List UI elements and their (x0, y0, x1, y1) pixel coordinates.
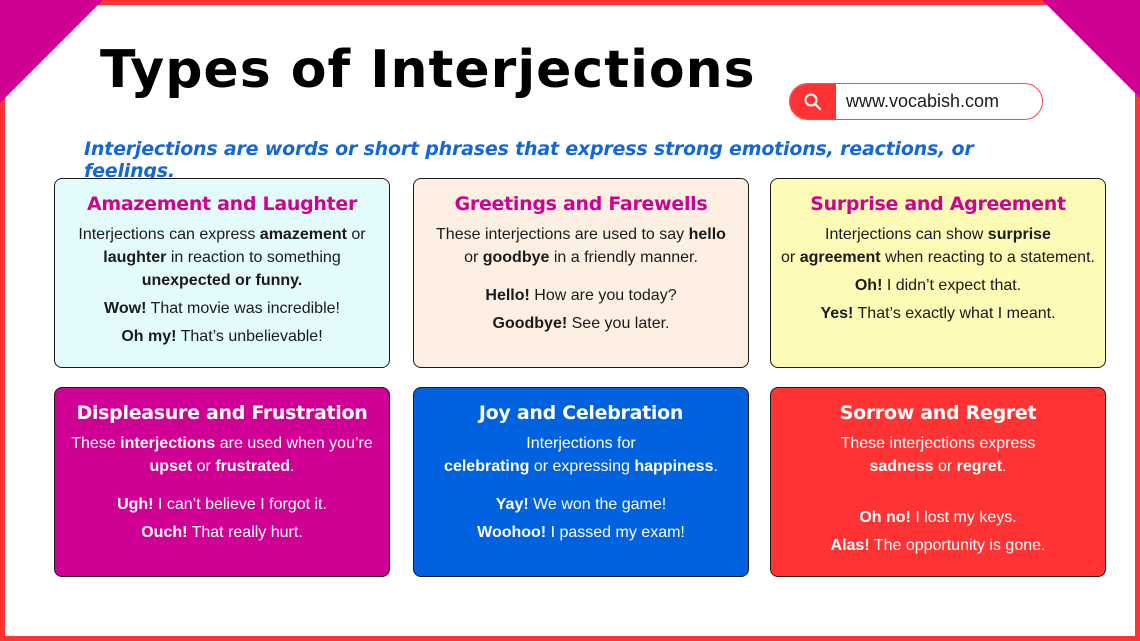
example-interjection: Woohoo! (477, 524, 547, 541)
card-title: Joy and Celebration (478, 402, 684, 424)
example-sentence: Oh my! That’s unbelievable! (63, 325, 381, 348)
example-interjection: Yes! (820, 305, 854, 322)
desc-keyword: happiness (634, 458, 714, 475)
example-sentence: Oh no! I lost my keys. (779, 506, 1097, 529)
desc-keyword: celebrating (444, 458, 530, 475)
desc-text: or (933, 458, 957, 475)
desc-keyword: regret (956, 458, 1003, 475)
desc-text: or (464, 249, 483, 266)
card-greetings-and-farewells: Greetings and Farewells These interjecti… (413, 178, 749, 368)
desc-keyword: surprise (987, 226, 1051, 243)
desc-text: Interjections can show (825, 226, 988, 243)
example-text: See you later. (567, 315, 670, 332)
website-url[interactable]: www.vocabish.com (846, 91, 1000, 111)
example-interjection: Yay! (495, 496, 529, 513)
website-search-bar[interactable]: www.vocabish.com (789, 83, 1043, 120)
card-title: Amazement and Laughter (86, 193, 358, 215)
corner-decoration-top-right (1042, 0, 1140, 98)
desc-text: or expressing (529, 458, 635, 475)
desc-text: . (290, 458, 295, 475)
card-description: Interjections can show surprise or agree… (779, 223, 1097, 269)
card-description: Interjections can express amazement or l… (63, 223, 381, 292)
example-interjection: Goodbye! (492, 315, 568, 332)
example-text: We won the game! (528, 496, 667, 513)
desc-text: . (713, 458, 718, 475)
card-displeasure-and-frustration: Displeasure and Frustration These interj… (54, 387, 390, 577)
desc-text: These interjections are used to say (436, 226, 689, 243)
corner-decoration-top-left (0, 0, 103, 103)
example-sentence: Oh! I didn’t expect that. (779, 274, 1097, 297)
card-amazement-and-laughter: Amazement and Laughter Interjections can… (54, 178, 390, 368)
desc-text: in a friendly manner. (549, 249, 698, 266)
example-text: That’s exactly what I meant. (853, 305, 1056, 322)
example-interjection: Wow! (104, 300, 147, 317)
card-title: Surprise and Agreement (810, 193, 1066, 215)
desc-text: or (192, 458, 216, 475)
desc-keyword: agreement (799, 249, 881, 266)
desc-text: . (1002, 458, 1007, 475)
example-sentence: Woohoo! I passed my exam! (422, 521, 740, 544)
desc-text: or (346, 226, 366, 243)
example-text: That movie was incredible! (146, 300, 340, 317)
desc-text: These (71, 435, 121, 452)
example-text: That really hurt. (187, 524, 303, 541)
search-icon[interactable] (790, 84, 836, 119)
example-text: How are you today? (529, 287, 677, 304)
desc-keyword: sadness (869, 458, 934, 475)
example-text: I lost my keys. (910, 509, 1017, 526)
desc-text: in reaction to something (166, 249, 341, 266)
desc-text: These interjections express (840, 435, 1036, 452)
example-sentence: Goodbye! See you later. (422, 312, 740, 335)
page-title: Types of Interjections (100, 40, 756, 100)
example-sentence: Yes! That’s exactly what I meant. (779, 302, 1097, 325)
desc-keyword: goodbye (482, 249, 550, 266)
card-description: Interjections for celebrating or express… (422, 432, 740, 478)
desc-text: Interjections for (526, 435, 636, 452)
example-sentence: Yay! We won the game! (422, 493, 740, 516)
example-text: That’s unbelievable! (176, 328, 323, 345)
example-interjection: Oh no! (859, 509, 911, 526)
desc-text: are used when you’re (215, 435, 373, 452)
example-interjection: Oh! (854, 277, 883, 294)
card-description: These interjections are used to say hell… (422, 223, 740, 269)
example-interjection: Oh my! (121, 328, 177, 345)
desc-keyword: unexpected or funny. (141, 272, 303, 289)
example-interjection: Ugh! (117, 496, 154, 513)
desc-keyword: upset (149, 458, 193, 475)
example-sentence: Ugh! I can’t believe I forgot it. (63, 493, 381, 516)
example-interjection: Hello! (485, 287, 530, 304)
card-title: Displeasure and Frustration (76, 402, 368, 424)
desc-text: Interjections can express (78, 226, 260, 243)
example-interjection: Ouch! (141, 524, 188, 541)
example-interjection: Alas! (830, 537, 870, 554)
example-text: I passed my exam! (546, 524, 685, 541)
desc-keyword: frustrated (215, 458, 291, 475)
desc-text: when reacting to a statement. (880, 249, 1095, 266)
example-text: I didn’t expect that. (882, 277, 1022, 294)
card-description: These interjections express sadness or r… (779, 432, 1097, 478)
example-sentence: Hello! How are you today? (422, 284, 740, 307)
example-text: The opportunity is gone. (869, 537, 1046, 554)
card-surprise-and-agreement: Surprise and Agreement Interjections can… (770, 178, 1106, 368)
card-description: These interjections are used when you’re… (63, 432, 381, 478)
desc-keyword: amazement (259, 226, 347, 243)
card-title: Sorrow and Regret (839, 402, 1037, 424)
example-text: I can’t believe I forgot it. (153, 496, 327, 513)
card-joy-and-celebration: Joy and Celebration Interjections for ce… (413, 387, 749, 577)
example-sentence: Wow! That movie was incredible! (63, 297, 381, 320)
definition-subtitle: Interjections are words or short phrases… (84, 138, 974, 182)
desc-keyword: interjections (120, 435, 216, 452)
card-sorrow-and-regret: Sorrow and Regret These interjections ex… (770, 387, 1106, 577)
card-title: Greetings and Farewells (454, 193, 708, 215)
example-sentence: Alas! The opportunity is gone. (779, 534, 1097, 557)
example-sentence: Ouch! That really hurt. (63, 521, 381, 544)
desc-keyword: hello (688, 226, 726, 243)
desc-text: or (781, 249, 800, 266)
desc-keyword: laughter (103, 249, 167, 266)
